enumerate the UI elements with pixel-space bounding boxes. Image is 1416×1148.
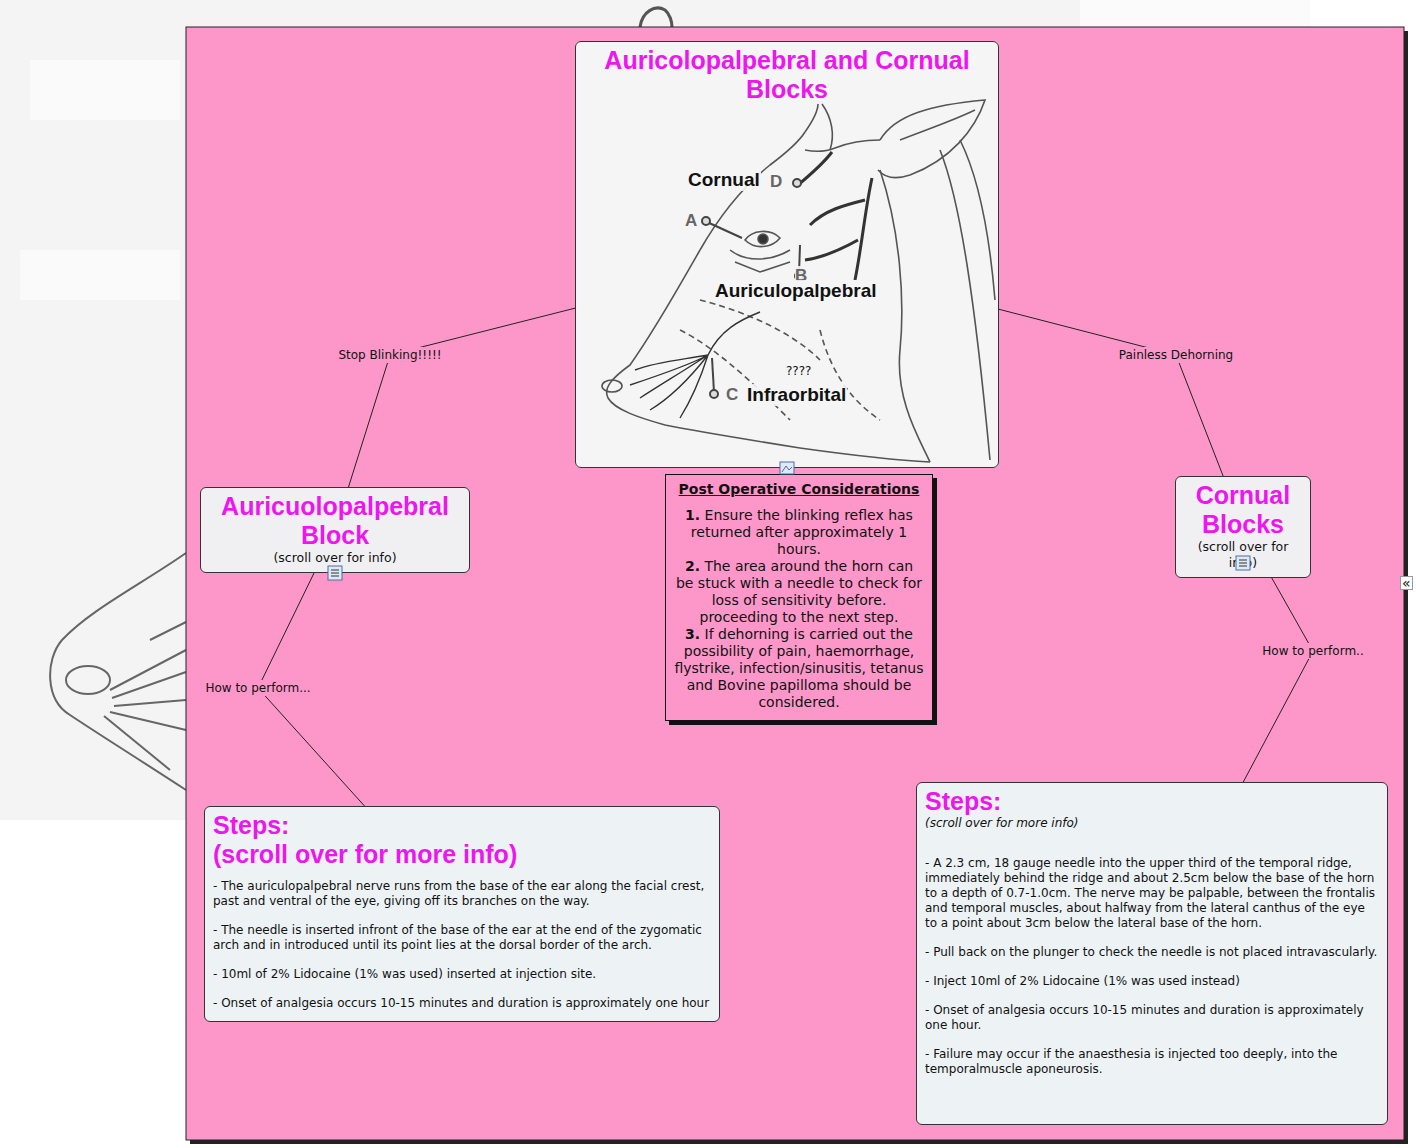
node-text: 2. The area around the horn can be stuck…: [674, 558, 924, 626]
panel: [186, 27, 1404, 1140]
nerve-name: Auriculopalpebral: [714, 280, 878, 302]
node-heading: Steps:: [925, 787, 1379, 816]
topic-box: Cornual Blocks(scroll over for info): [1175, 476, 1311, 578]
connector-line: [349, 308, 575, 487]
nerve-name: Cornual: [687, 169, 761, 191]
figure-ground: [575, 41, 999, 468]
node-text: - Onset of analgesia occurs 10-15 minute…: [213, 996, 711, 1011]
node-text: - The auriculopalpebral nerve runs from …: [213, 879, 711, 909]
edge-label: Stop Blinking!!!!!: [336, 347, 443, 363]
node-heading: Cornual Blocks: [1182, 481, 1304, 539]
node-heading: Post Operative Considerations: [674, 481, 924, 497]
callout-letter: D: [770, 172, 782, 192]
nerves: [630, 152, 872, 418]
callout-letter: C: [726, 385, 738, 405]
ghost-muzzle: [50, 553, 186, 790]
needles: [702, 179, 803, 398]
note-text: ????: [786, 364, 811, 378]
cow-head-illustration: [602, 100, 995, 462]
node-text: (scroll over for more info): [213, 840, 711, 869]
note-box: Post Operative Considerations 1. Ensure t…: [665, 474, 933, 721]
node-text: 3. If dehorning is carried out the possi…: [674, 626, 924, 711]
edge-label: Painless Dehorning: [1117, 347, 1235, 363]
node-heading: Auricuolopalpebral Block: [207, 492, 463, 550]
note-icon: [1236, 556, 1250, 570]
node-text: 1. Ensure the blinking reflex has return…: [674, 507, 924, 558]
node-text: - A 2.3 cm, 18 gauge needle into the upp…: [925, 856, 1379, 931]
node-heading: Auricolopalpebral and Cornual Blocks: [582, 46, 992, 104]
nerve-name: Infraorbital: [746, 384, 847, 406]
edge-label: How to perform...: [203, 680, 312, 696]
image-icon: [780, 462, 794, 474]
node-text: - Pull back on the plunger to check the …: [925, 945, 1379, 960]
steps-box: Steps:(scroll over for more info) - The a…: [204, 806, 720, 1022]
node-text: - The needle is inserted infront of the …: [213, 923, 711, 953]
node-heading: Steps:: [213, 811, 711, 840]
connector-line: [1243, 578, 1313, 782]
node-text: - 10ml of 2% Lidocaine (1% was used) ins…: [213, 967, 711, 982]
node-text: - Inject 10ml of 2% Lidocaine (1% was us…: [925, 974, 1379, 989]
collapse-button: «: [1400, 576, 1413, 590]
figure-box: Auricolopalpebral and Cornual Blocks: [575, 41, 999, 468]
node-text: - Failure may occur if the anaesthesia i…: [925, 1047, 1379, 1077]
note-icon: [328, 566, 342, 580]
node-text: (scroll over for info): [207, 550, 463, 566]
callout-letter: B: [795, 266, 807, 286]
steps-box: Steps:(scroll over for more info) - A 2.3…: [916, 782, 1388, 1125]
connector-line: [999, 309, 1223, 476]
connector-line: [258, 573, 365, 806]
node-text: (scroll over for more info): [925, 816, 1379, 830]
callout-letter: A: [685, 211, 697, 231]
topic-box: Auricuolopalpebral Block(scroll over for…: [200, 487, 470, 573]
node-text: - Onset of analgesia occurs 10-15 minute…: [925, 1003, 1379, 1033]
edge-label: How to perform..: [1260, 643, 1365, 659]
node-text: (scroll over for info): [1182, 539, 1304, 571]
